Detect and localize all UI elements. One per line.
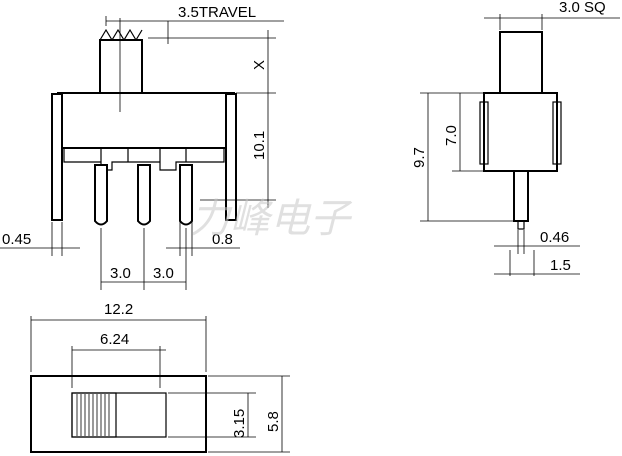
pin-2 xyxy=(137,164,151,226)
stroke-label: X xyxy=(251,60,268,70)
actuator-size-label: 3.0 SQ xyxy=(559,0,606,16)
hole-length-label: 6.24 xyxy=(100,331,129,348)
hole-width-label: 3.15 xyxy=(231,409,248,438)
actuator-serration xyxy=(99,28,143,42)
watermark-text: 力峰电子 xyxy=(190,196,353,242)
height-label: 10.1 xyxy=(251,131,268,160)
total-height-label: 9.7 xyxy=(411,147,428,168)
side-actuator xyxy=(499,31,543,95)
pin-width-label: 0.45 xyxy=(2,231,31,248)
pin-offset-label: 1.5 xyxy=(550,257,571,274)
actuator xyxy=(99,39,143,95)
side-pin-tip xyxy=(517,220,525,230)
mount-leg-left xyxy=(51,93,63,221)
top-body xyxy=(30,375,207,453)
pin-1 xyxy=(94,164,108,226)
terminal-width-label: 0.8 xyxy=(212,231,233,248)
length-label: 12.2 xyxy=(104,301,133,318)
slide-knob xyxy=(71,392,117,438)
body-height-label: 7.0 xyxy=(443,125,460,146)
travel-label: 3.5TRAVEL xyxy=(178,4,256,21)
side-pin xyxy=(513,170,529,222)
pitch-left-label: 3.0 xyxy=(110,265,131,282)
switch-body xyxy=(57,92,235,149)
width-label: 5.8 xyxy=(265,411,282,432)
body-feet xyxy=(63,148,225,171)
pin-3 xyxy=(179,164,193,226)
side-body xyxy=(483,92,558,172)
side-clip-left xyxy=(479,101,489,165)
side-view: 3.0 SQ 9.7 7.0 0.46 1.5 xyxy=(411,0,620,276)
top-view: 12.2 6.24 3.15 5.8 xyxy=(30,301,290,453)
pitch-right-label: 3.0 xyxy=(153,265,174,282)
front-view: 3.5TRAVEL X 10.1 0.45 0.8 3.0 3.0 xyxy=(0,4,284,290)
mount-leg-right xyxy=(225,93,237,221)
pin-thickness-label: 0.46 xyxy=(540,229,569,246)
knob-ridges xyxy=(76,394,110,436)
side-clip-right xyxy=(552,101,562,165)
